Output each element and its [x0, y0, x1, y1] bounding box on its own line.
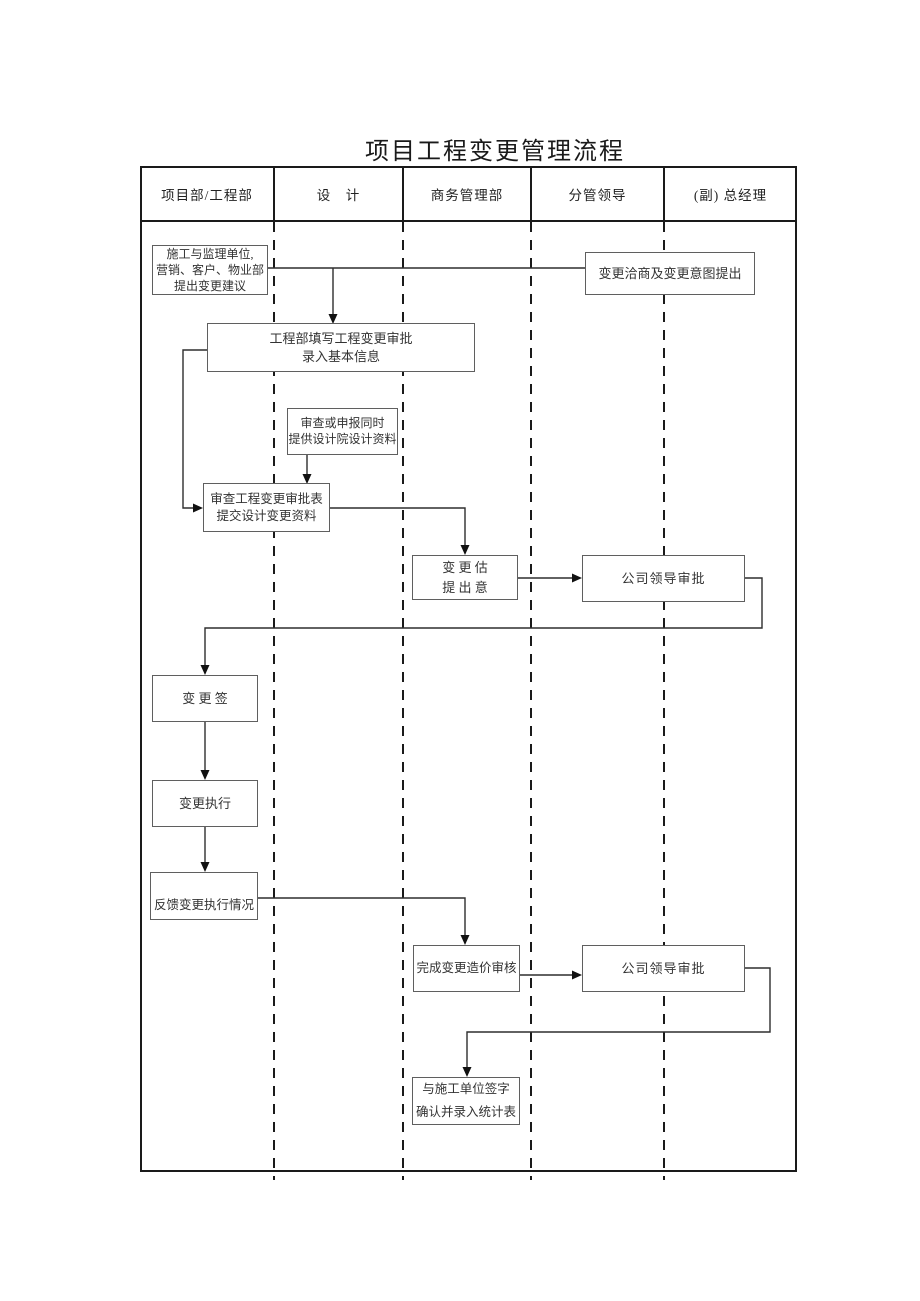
lane-dividers — [273, 222, 665, 1180]
arrowhead-down-icon — [460, 545, 470, 555]
flow-box-change-sign: 变 更 签 — [152, 675, 258, 722]
arrowhead-right-icon — [572, 970, 582, 980]
arrowhead-down-icon — [328, 314, 338, 324]
header-separator — [530, 166, 532, 222]
flow-box-change-negotiation: 变更洽商及变更意图提出 — [585, 252, 755, 295]
arrowhead-down-icon — [302, 474, 312, 484]
lane-header-label: 设 计 — [316, 188, 361, 203]
connector-fill-to-review-form — [182, 349, 207, 509]
diagram-title: 项目工程变更管理流程 — [365, 139, 625, 165]
arrowhead-down-icon — [200, 862, 210, 872]
flow-box-review-change-approval-form: 审查工程变更审批表 提交设计变更资料 — [203, 483, 330, 532]
arrowhead-down-icon — [460, 935, 470, 945]
lane-header-label: 商务管理部 — [430, 188, 504, 203]
connector-approval2-to-signoff — [466, 967, 771, 1068]
flow-box-company-leader-approval-1: 公司领导审批 — [582, 555, 745, 602]
flow-box-feedback-execution: 反馈变更执行情况 — [150, 872, 258, 920]
flow-box-sign-with-constructor: 与施工单位签字 确认并录入统计表 — [412, 1077, 520, 1125]
lane-header-design: 设 计 — [274, 166, 403, 222]
flow-box-change-estimate-opinion: 变 更 估 提 出 意 — [412, 555, 518, 600]
flow-box-change-execution: 变更执行 — [152, 780, 258, 827]
header-separator — [273, 166, 275, 222]
connectors — [182, 267, 771, 1068]
lane-header-project-engineering-dept: 项目部/工程部 — [140, 166, 274, 222]
arrowhead-down-icon — [200, 770, 210, 780]
arrowhead-down-icon — [200, 665, 210, 675]
connector-feedback-to-cost-review — [258, 897, 466, 936]
connector-review-form-to-estimate — [330, 507, 466, 546]
header-separator — [402, 166, 404, 222]
connector-approval1-to-sign — [204, 577, 763, 666]
lane-header-deputy-general-manager: (副) 总经理 — [664, 166, 797, 222]
flow-box-design-review-materials: 审查或申报同时 提供设计院设计资料 — [287, 408, 398, 455]
flow-box-company-leader-approval-2: 公司领导审批 — [582, 945, 745, 992]
lane-header-label: 项目部/工程部 — [161, 188, 253, 203]
swimlane-table-frame — [140, 166, 797, 1172]
header-separator — [663, 166, 665, 222]
lane-header-business-management-dept: 商务管理部 — [403, 166, 531, 222]
arrowhead-down-icon — [462, 1067, 472, 1077]
arrowheads — [193, 314, 582, 1077]
flow-box-change-proposal-units: 施工与监理单位, 营销、客户、物业部 提出变更建议 — [152, 245, 268, 295]
arrowhead-right-icon — [572, 573, 582, 583]
lane-header-label: 分管领导 — [568, 188, 627, 203]
lane-header-label: (副) 总经理 — [693, 188, 768, 203]
swimlane-header-row: 项目部/工程部 设 计 商务管理部 分管领导 (副) 总经理 — [140, 166, 797, 222]
lane-header-leader-in-charge: 分管领导 — [531, 166, 664, 222]
flow-box-fill-change-approval: 工程部填写工程变更审批 录入基本信息 — [207, 323, 475, 372]
arrowhead-right-icon — [193, 503, 203, 513]
flow-box-complete-cost-review: 完成变更造价审核 — [413, 945, 520, 992]
